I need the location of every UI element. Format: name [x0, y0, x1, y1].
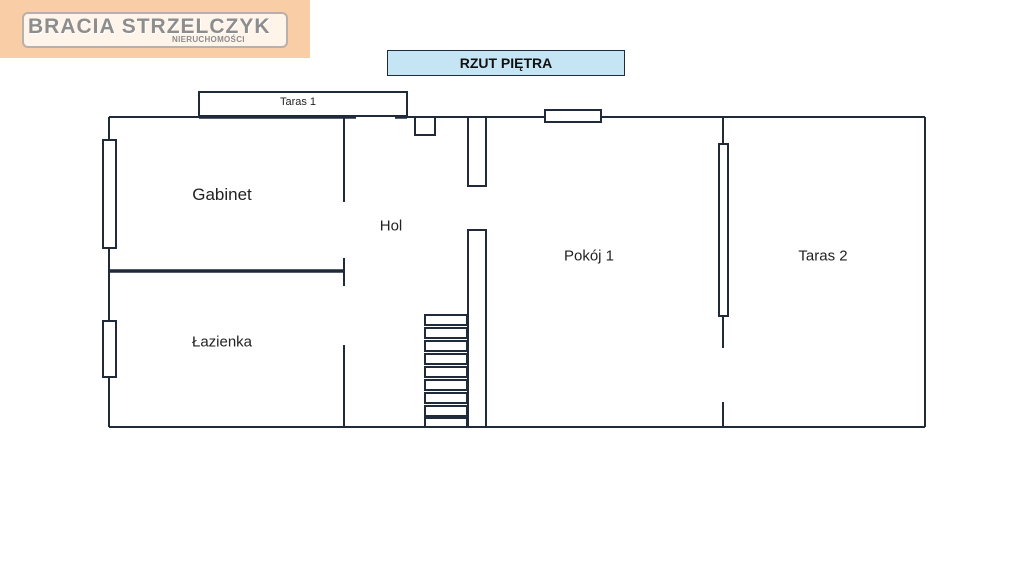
stair-step [424, 405, 468, 417]
room-label-lazienka: Łazienka [191, 333, 253, 351]
logo-title: BRACIA STRZELCZYK [28, 15, 271, 38]
stair-step [424, 392, 468, 404]
wall-pillar-upper [467, 116, 487, 187]
chimney-box [414, 116, 436, 136]
logo-subtitle: NIERUCHOMOŚCI [170, 35, 247, 44]
wall-pillar-lower [467, 229, 487, 428]
plan-title: RZUT PIĘTRA [387, 50, 625, 76]
window-gabinet [102, 139, 117, 249]
stair-step [424, 327, 468, 339]
stair-step [424, 314, 468, 326]
room-label-pokoj1: Pokój 1 [563, 247, 615, 265]
stair-step [424, 379, 468, 391]
stair-step [424, 353, 468, 365]
company-logo: BRACIA STRZELCZYK NIERUCHOMOŚCI [0, 0, 310, 58]
window-taras2 [718, 143, 729, 317]
room-label-taras1: Taras 1 [279, 96, 317, 108]
room-label-taras2: Taras 2 [798, 247, 848, 265]
stair-step [424, 340, 468, 352]
room-label-gabinet: Gabinet [192, 185, 252, 204]
stair-step [424, 417, 468, 428]
room-label-hol: Hol [379, 217, 403, 235]
stair-step [424, 366, 468, 378]
window-lazienka [102, 320, 117, 378]
window-pokoj1 [544, 109, 602, 123]
